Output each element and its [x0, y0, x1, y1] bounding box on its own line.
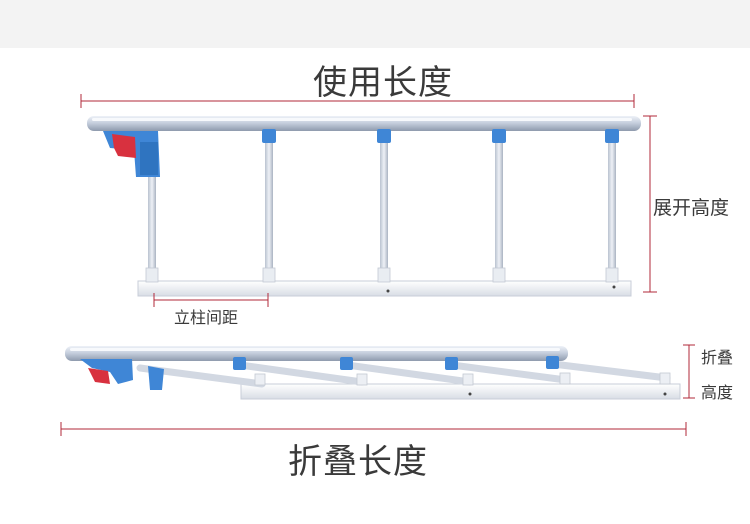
folded-length-label: 折叠长度: [288, 442, 428, 482]
post-4: [492, 129, 506, 283]
post-3: [377, 129, 391, 283]
unfolded-height-label: 展开高度: [653, 197, 730, 219]
folded-length-dimension: [60, 422, 687, 436]
folded-height-label-1: 折叠: [701, 348, 734, 367]
post-1: [145, 176, 159, 283]
use-length-label: 使用长度: [313, 63, 453, 103]
post-spacing-dimension: [153, 293, 269, 307]
use-length-dimension: [80, 94, 635, 108]
folded-bed-rail: [65, 346, 681, 400]
folded-lock-handle: [80, 359, 164, 390]
post-2: [262, 129, 276, 283]
post-spacing-label: 立柱间距: [174, 308, 239, 327]
header-band: [0, 0, 750, 48]
lock-handle: [103, 131, 160, 177]
folded-height-label-2: 高度: [701, 383, 734, 402]
unfolded-bed-rail: [87, 116, 641, 297]
post-5: [605, 129, 619, 283]
unfolded-height-dimension: [643, 115, 657, 293]
folded-height-dimension: [683, 344, 695, 399]
